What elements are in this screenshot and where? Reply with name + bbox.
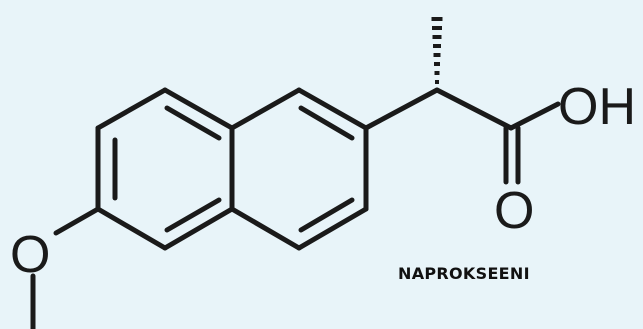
- carbonyl-oxygen-label: O: [494, 182, 534, 240]
- hydroxyl-label: OH: [558, 78, 636, 136]
- left-aromatic-ring: [95, 87, 235, 251]
- right-aromatic-ring: [229, 87, 369, 251]
- ether-oxygen-label: O: [10, 226, 50, 284]
- propanoic-acid-chain: [363, 87, 561, 185]
- hashed-wedge-methyl: [431, 17, 443, 84]
- methoxy-group: [30, 206, 101, 329]
- compound-name-label: NAPROKSEENI: [398, 264, 530, 283]
